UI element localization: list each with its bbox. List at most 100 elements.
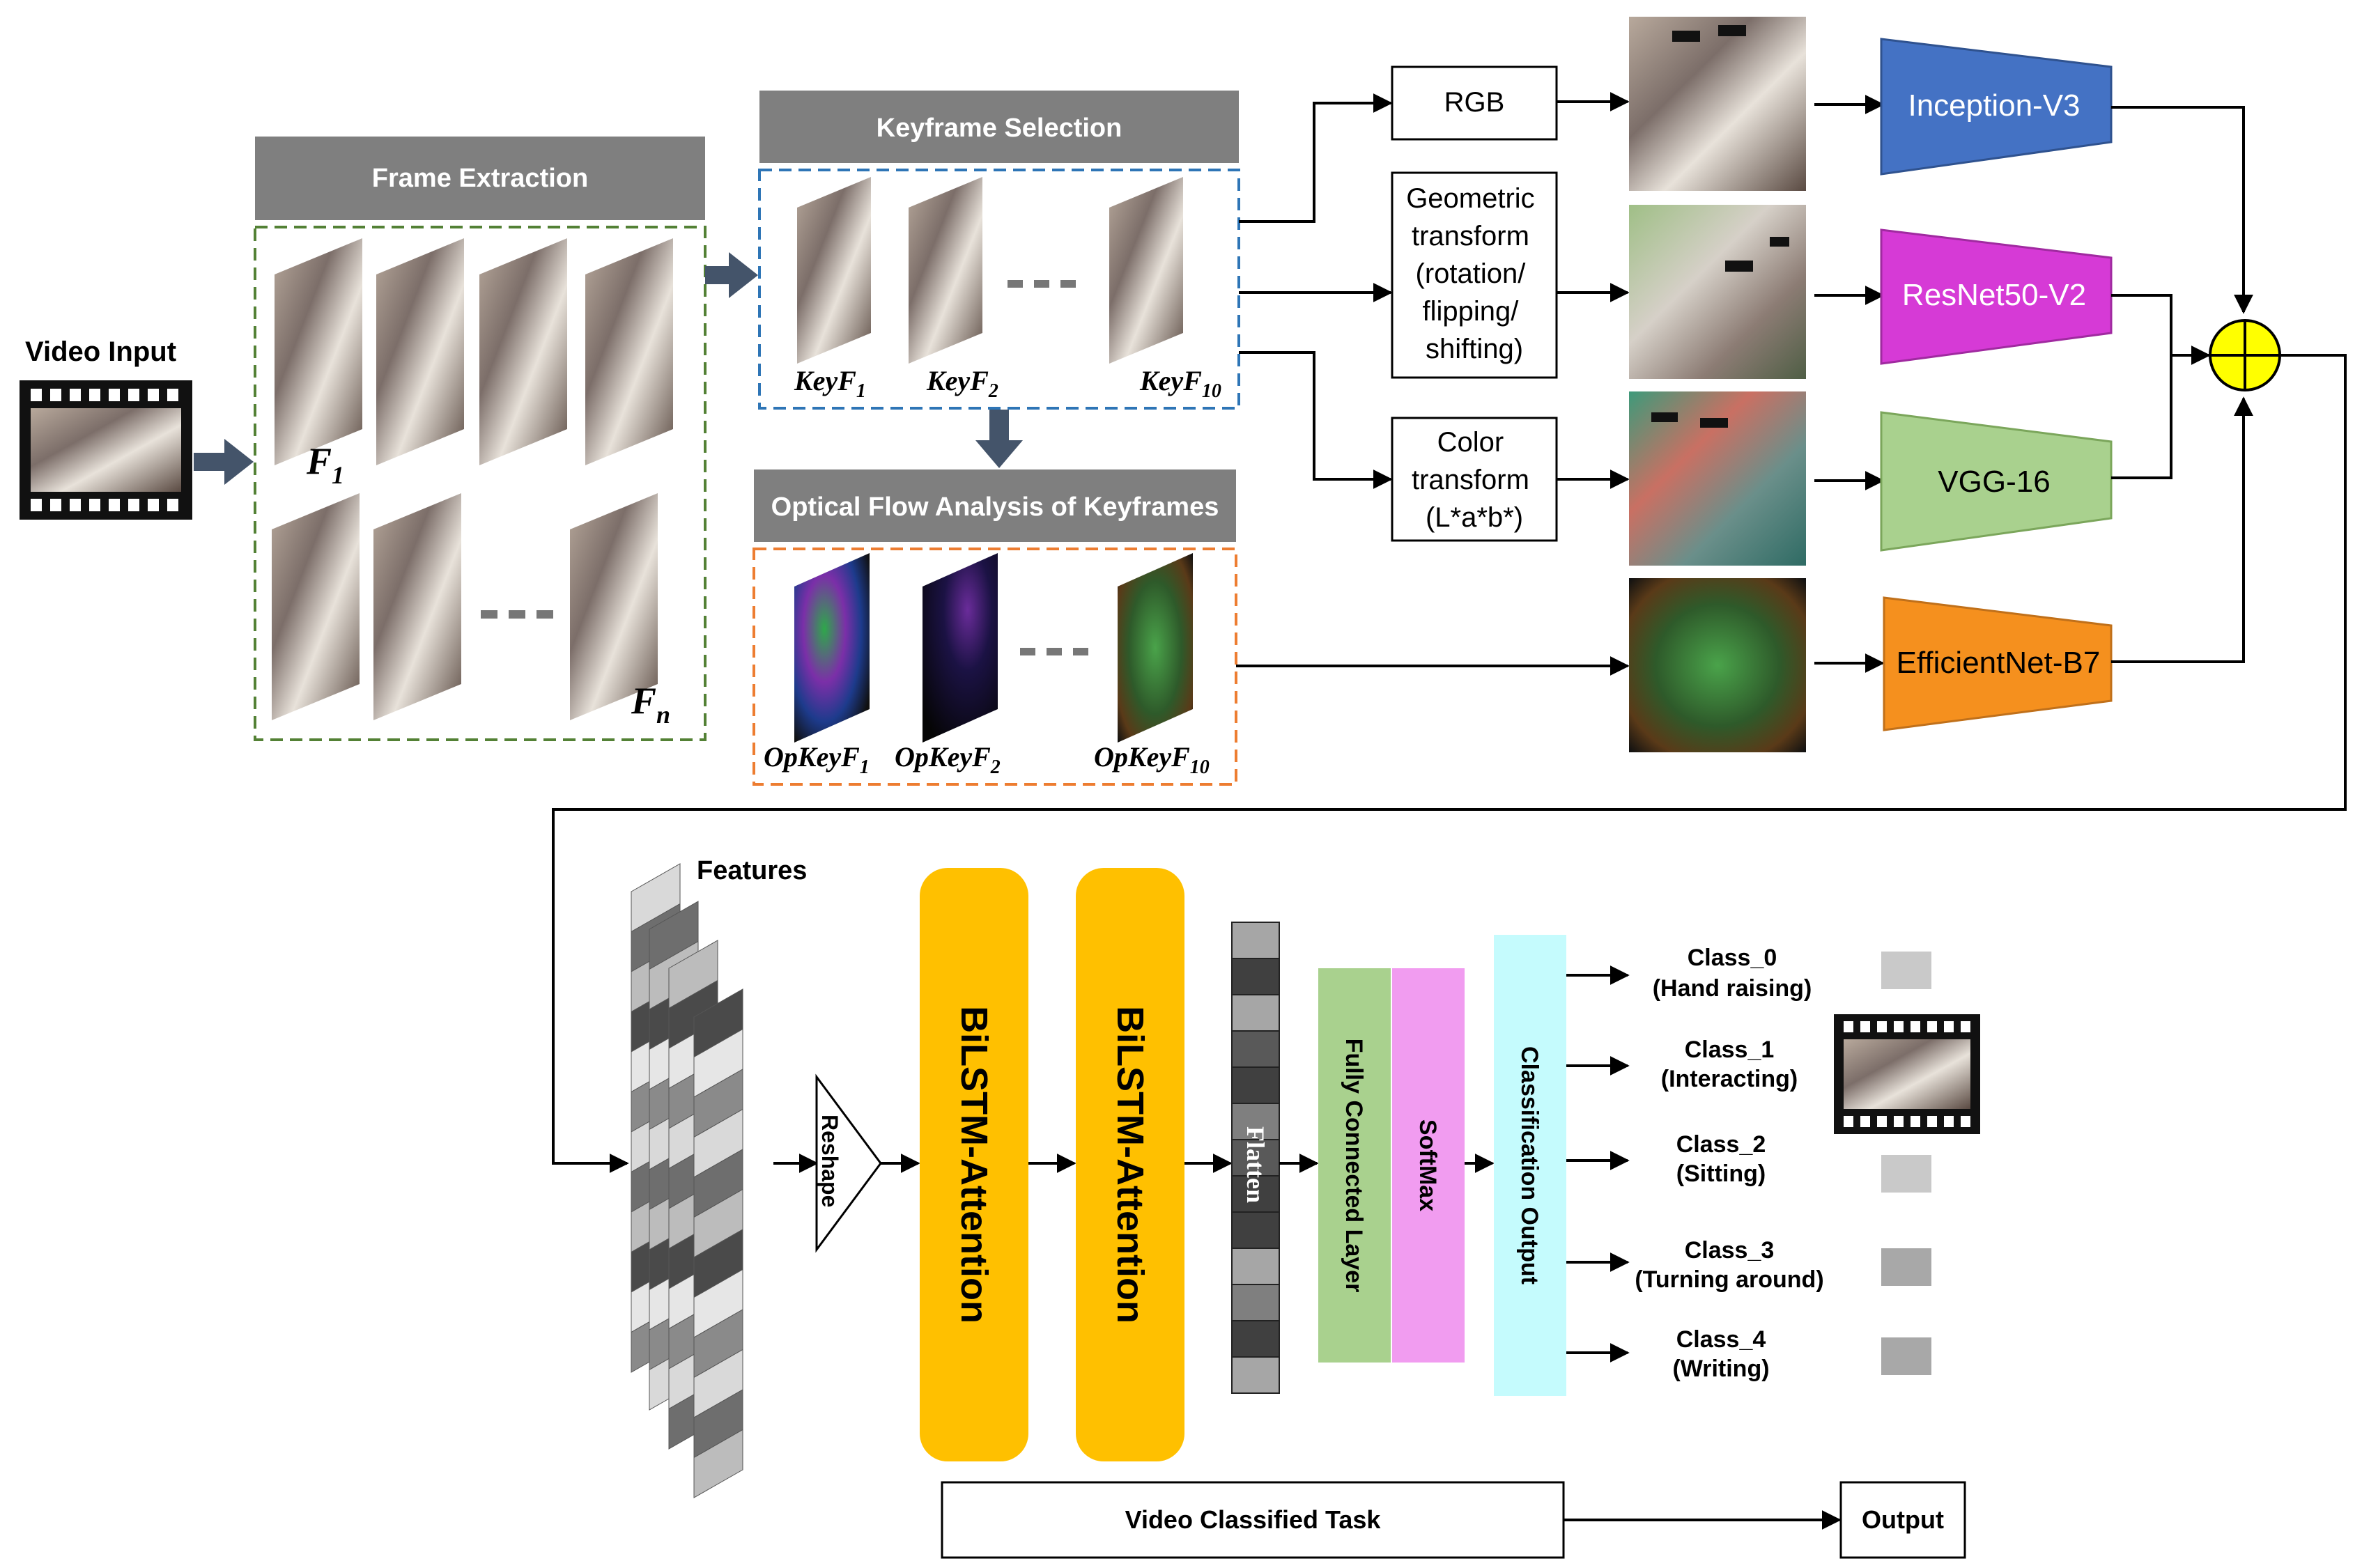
class-3: Class_3 (Turning around) <box>1635 1237 1931 1293</box>
bilstm-attention-label-2: BiLSTM-Attention <box>1109 1006 1151 1324</box>
flatten-cell <box>1231 1248 1280 1285</box>
frame-extraction-title: Frame Extraction <box>372 164 588 193</box>
geometric-transform-label: Geometric transform (rotation/ flipping/… <box>1406 183 1543 364</box>
keyframe-1-label: KeyF1 <box>794 365 866 402</box>
block-arrow-to-keyframes <box>705 252 758 298</box>
flatten-cell <box>1231 1030 1280 1068</box>
opkeyframe-2-label: OpKeyF2 <box>895 741 1001 778</box>
classification-output-label: Classification Output <box>1516 1046 1543 1284</box>
softmax-block <box>1392 968 1465 1363</box>
class-3-name: Class_3 <box>1685 1237 1775 1264</box>
class-1-desc: (Interacting) <box>1661 1066 1798 1092</box>
class-3-desc: (Turning around) <box>1635 1266 1823 1293</box>
fully-connected-label: Fully Connected Layer <box>1341 1039 1367 1293</box>
optical-flow-box <box>752 548 1237 786</box>
keyframe-selection-box <box>758 169 1240 410</box>
color-transform-label: Color transform (L*a*b*) <box>1412 427 1537 533</box>
optical-flow-title: Optical Flow Analysis of Keyframes <box>771 492 1219 522</box>
flatten-cell <box>1231 1356 1280 1394</box>
bilstm-attention-label-1: BiLSTM-Attention <box>953 1006 995 1324</box>
class-4-indicator <box>1881 1337 1931 1375</box>
inception-v3-block <box>1880 38 2113 176</box>
feature-map-band <box>693 1429 743 1498</box>
class-1-filmstrip <box>1834 1014 1980 1134</box>
block-arrow-to-optical-flow <box>975 410 1023 468</box>
opkeyframe-10-label: OpKeyF10 <box>1094 741 1210 778</box>
fusion-connectors <box>552 106 2347 1173</box>
flatten-block <box>1231 922 1280 1394</box>
opkeyframe-1-label: OpKeyF1 <box>764 741 870 778</box>
efficientnet-b7-label: EfficientNet-B7 <box>1897 646 2101 680</box>
frame-f1-label: F1 <box>306 440 344 489</box>
flatten-cell <box>1231 1320 1280 1358</box>
flatten-cell <box>1231 994 1280 1032</box>
class-1: Class_1 (Interacting) <box>1661 1037 1798 1092</box>
class-4: Class_4 (Writing) <box>1672 1326 1931 1382</box>
geometric-transform-box <box>1391 171 1558 379</box>
keyframe-selection-header <box>759 91 1239 163</box>
frame-extraction-box <box>254 226 707 741</box>
class-0-name: Class_0 <box>1688 945 1777 971</box>
flatten-cell <box>1231 1211 1280 1249</box>
class-0-indicator <box>1881 952 1931 989</box>
resnet50-v2-label: ResNet50-V2 <box>1902 278 2086 312</box>
classification-output-block <box>1494 935 1566 1396</box>
class-0: Class_0 (Hand raising) <box>1653 945 1931 1002</box>
extracted-frames <box>272 238 673 720</box>
bilstm-attention-block-2 <box>1076 868 1184 1461</box>
keyframes-ellipsis <box>1008 280 1076 288</box>
rgb-box <box>1391 65 1558 141</box>
vgg16-block <box>1880 411 2113 552</box>
class-2-desc: (Sitting) <box>1676 1161 1766 1187</box>
bilstm-attention-block-1 <box>920 868 1028 1461</box>
output-box <box>1839 1481 1966 1559</box>
keyframe-10-label: KeyF10 <box>1139 365 1221 402</box>
fusion-add-icon <box>2209 319 2281 391</box>
class-4-name: Class_4 <box>1676 1326 1766 1353</box>
class-4-desc: (Writing) <box>1672 1356 1769 1382</box>
optical-flow-header <box>754 469 1236 542</box>
flatten-cell <box>1231 958 1280 995</box>
video-input-filmstrip <box>20 380 192 520</box>
reshape-label: Reshape <box>817 1115 842 1207</box>
video-classified-task-label: Video Classified Task <box>1125 1505 1382 1534</box>
flatten-cell <box>1231 1066 1280 1104</box>
reshape-block <box>815 1073 882 1253</box>
class-1-name: Class_1 <box>1685 1037 1775 1063</box>
frame-fn-label: Fn <box>631 680 670 729</box>
feature-maps-stack <box>631 863 743 1498</box>
video-classified-task-box <box>941 1481 1565 1559</box>
flatten-cell <box>1231 1284 1280 1321</box>
output-label: Output <box>1862 1505 1944 1534</box>
optical-flow-ellipsis <box>1020 648 1088 655</box>
keyframe-selection-title: Keyframe Selection <box>877 114 1122 143</box>
class-2-indicator <box>1881 1155 1931 1193</box>
keyframe-2-label: KeyF2 <box>926 365 998 402</box>
flatten-cell <box>1231 922 1280 959</box>
features-label: Features <box>697 856 807 885</box>
frame-extraction-header <box>255 137 705 220</box>
video-input-label: Video Input <box>25 336 176 367</box>
flatten-label: Flatten <box>1242 1126 1269 1203</box>
inception-v3-label: Inception-V3 <box>1908 88 2080 123</box>
optical-flow-frames <box>794 553 1193 743</box>
frames-ellipsis <box>481 610 553 619</box>
class-2-name: Class_2 <box>1676 1131 1766 1158</box>
class-0-desc: (Hand raising) <box>1653 975 1812 1002</box>
resnet50-v2-block <box>1880 228 2113 365</box>
vgg16-label: VGG-16 <box>1938 465 2050 499</box>
fully-connected-block <box>1318 968 1391 1363</box>
efficientnet-b7-block <box>1883 596 2113 731</box>
class-3-indicator <box>1881 1248 1931 1286</box>
branch-connectors <box>1236 92 1885 676</box>
block-arrow-to-frames <box>194 439 254 485</box>
class-output-arrows <box>1566 965 1630 1363</box>
keyframes <box>797 177 1183 364</box>
flatten-cell <box>1231 1139 1280 1177</box>
color-transform-box <box>1391 417 1558 542</box>
class-2: Class_2 (Sitting) <box>1676 1131 1931 1193</box>
softmax-label: SoftMax <box>1414 1119 1441 1211</box>
transformed-images <box>1629 17 1806 752</box>
rgb-label: RGB <box>1444 87 1505 118</box>
